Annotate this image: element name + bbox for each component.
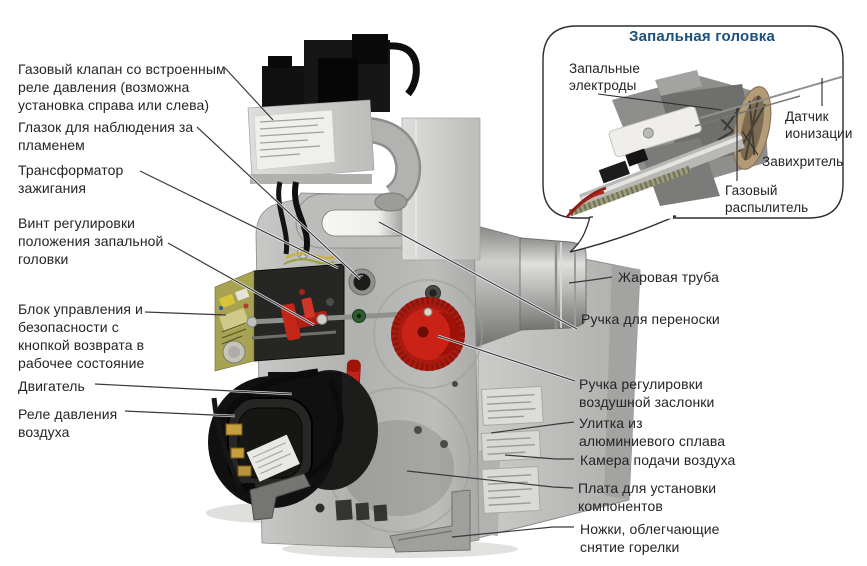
inset-title: Запальная головка — [629, 28, 776, 45]
motor — [208, 368, 378, 508]
label-flame-tube: Жаровая труба — [618, 269, 719, 285]
label-air-pressure-switch: Реле давления воздуха — [18, 406, 118, 440]
inset-bubble-tail — [569, 215, 677, 253]
inset-callout — [542, 25, 844, 253]
label-aluminium-scroll: Улитка из алюминиевого сплава — [579, 415, 726, 449]
label-ignition-transformer: Трансформатор зажигания — [18, 162, 124, 196]
label-gas-atomizer: Газовый распылитель — [725, 183, 809, 215]
label-air-chamber: Камера подачи воздуха — [580, 452, 736, 468]
inset-leader-lines — [597, 78, 823, 181]
label-gas-valve: Газовый клапан со встроенным реле давлен… — [18, 61, 226, 113]
label-control-unit: Блок управления и безопасности с кнопкой… — [18, 301, 145, 371]
label-component-plate: Плата для установки компонентов — [578, 480, 717, 514]
solenoid-coils — [262, 34, 420, 112]
mounting-feet — [249, 473, 471, 553]
label-motor: Двигатель — [18, 378, 85, 394]
ignition-head-photo — [565, 70, 843, 218]
burner-photo — [208, 34, 641, 553]
label-swirler: Завихритель — [762, 154, 844, 169]
label-adjustment-screw: Винт регулировки положения запальной гол… — [18, 215, 164, 267]
air-pressure-switch — [225, 423, 255, 491]
air-damper-knob — [391, 297, 465, 371]
adjustment-screw — [425, 285, 441, 301]
label-ionization-sensor: Датчик ионизации — [785, 109, 853, 141]
electrode-rod — [694, 95, 801, 127]
label-sight-glass: Глазок для наблюдения за пламенем — [18, 119, 194, 153]
gas-valve-assembly — [247, 34, 481, 265]
ignition-head-clamp — [246, 297, 411, 341]
label-ignition-electrodes: Запальные электроды — [569, 61, 640, 93]
label-feet: Ножки, облегчающие снятие горелки — [580, 521, 720, 555]
label-air-damper-knob: Ручка регулировки воздушной заслонки — [579, 376, 715, 410]
valve-sticker — [253, 109, 336, 171]
control-unit-stickers — [218, 288, 250, 345]
leader-lines — [94, 67, 613, 538]
component-plate-stickers — [480, 385, 544, 514]
reset-button — [222, 340, 246, 364]
label-carrying-handle: Ручка для переноски — [581, 311, 720, 327]
ceramic-insulator — [608, 105, 702, 158]
ionization-rod — [699, 72, 843, 119]
